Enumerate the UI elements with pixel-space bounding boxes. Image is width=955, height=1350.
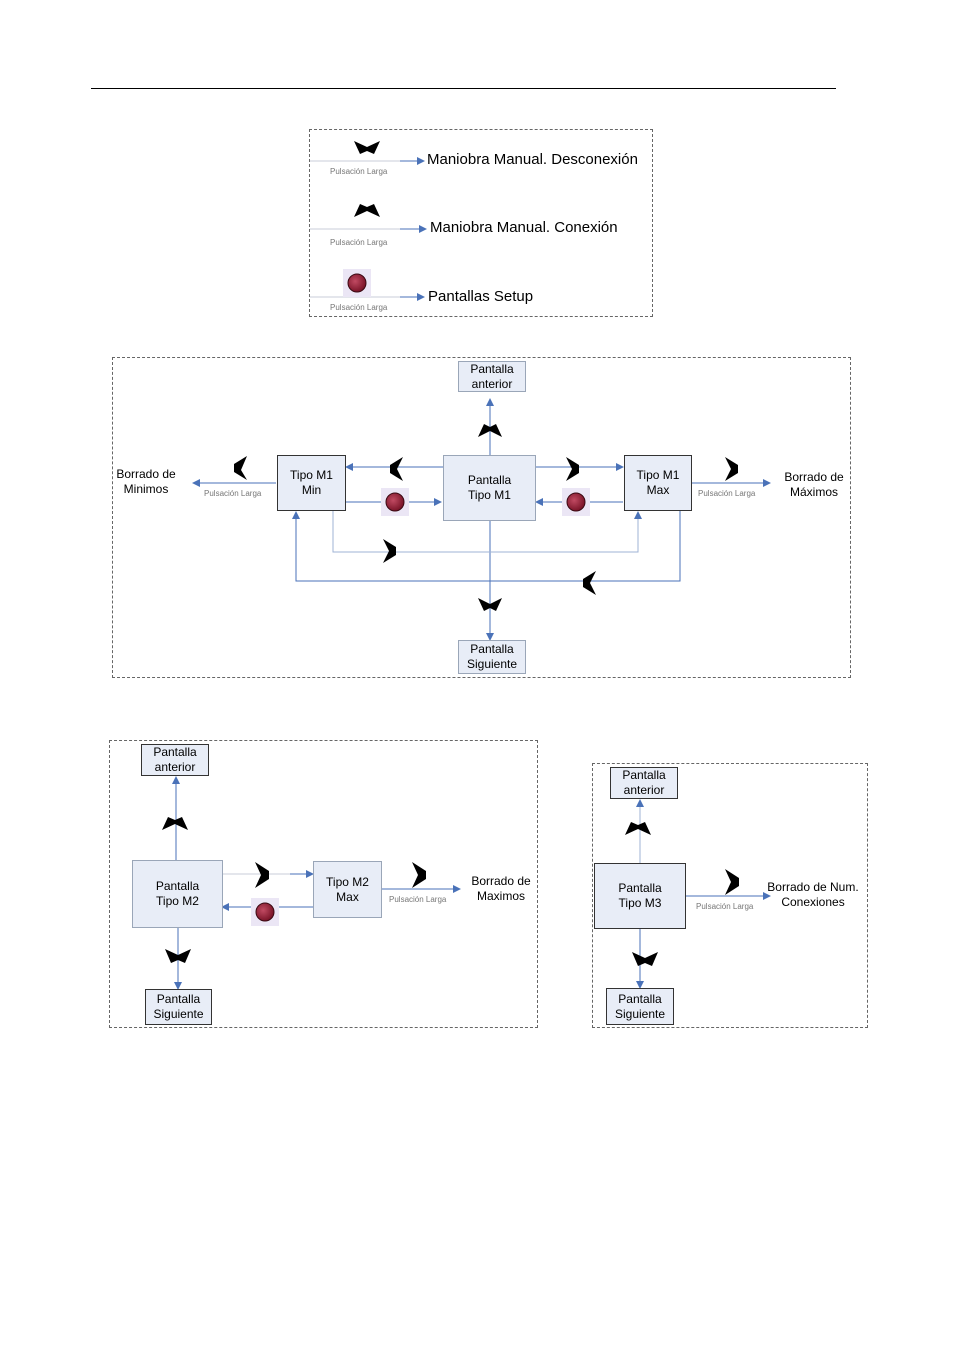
chevron-left-icon — [583, 571, 596, 595]
legend-panel — [309, 129, 653, 317]
m2-max-node: Tipo M2 Max — [313, 861, 382, 918]
m2-prev-node: Pantalla anterior — [141, 744, 209, 776]
m3-panel — [592, 763, 868, 1028]
chevron-left-icon — [234, 456, 247, 480]
m2-caption: Pulsación Larga — [389, 895, 447, 904]
m3-clear-label: Borrado de Num. Conexiones — [767, 880, 859, 909]
chevron-down-icon — [354, 141, 380, 154]
m1-prev-node: Pantalla anterior — [458, 361, 526, 392]
m1-center-node: Pantalla Tipo M1 — [443, 455, 536, 521]
m2-next-node: Pantalla Siguiente — [145, 989, 212, 1025]
legend-caption-connect: Pulsación Larga — [330, 238, 388, 247]
chevron-left-icon — [390, 457, 403, 481]
chevron-right-icon — [725, 457, 738, 481]
chevron-right-icon — [566, 457, 579, 481]
m3-caption: Pulsación Larga — [696, 902, 754, 911]
m1-caption-right: Pulsación Larga — [698, 489, 756, 498]
red-button-icon — [347, 273, 367, 293]
chevron-right-icon — [255, 862, 269, 888]
chevron-right-icon — [725, 869, 739, 895]
m2-center-node: Pantalla Tipo M2 — [132, 860, 223, 928]
chevron-down-icon — [478, 598, 502, 611]
m1-min-node: Tipo M1 Min — [277, 455, 346, 511]
m2-clear-max-label: Borrado de Maximos — [471, 874, 531, 903]
chevron-down-icon — [165, 949, 191, 963]
chevron-right-icon — [383, 539, 396, 563]
red-button-icon — [566, 492, 586, 512]
chevron-right-icon — [412, 862, 426, 888]
m1-max-node: Tipo M1 Max — [624, 455, 692, 511]
m1-next-node: Pantalla Siguiente — [458, 640, 526, 674]
m3-prev-node: Pantalla anterior — [610, 767, 678, 799]
m1-panel — [112, 357, 851, 678]
m1-clear-max-label: Borrado de Máximos — [784, 470, 844, 499]
legend-caption-setup: Pulsación Larga — [330, 303, 388, 312]
m3-center-node: Pantalla Tipo M3 — [594, 863, 686, 929]
m2-panel — [109, 740, 538, 1028]
legend-label-setup: Pantallas Setup — [428, 288, 534, 305]
m1-caption-left: Pulsación Larga — [204, 489, 262, 498]
chevron-up-icon — [625, 822, 651, 835]
m1-clear-min-label: Borrado de Minimos — [116, 467, 176, 496]
chevron-down-icon — [632, 952, 658, 966]
legend-caption-disconnect: Pulsación Larga — [330, 167, 388, 176]
header-rule — [91, 88, 836, 89]
chevron-up-icon — [354, 204, 380, 217]
m3-next-node: Pantalla Siguiente — [606, 988, 674, 1025]
chevron-up-icon — [162, 817, 188, 830]
legend-label-connect: Maniobra Manual. Conexión — [430, 219, 618, 236]
chevron-up-icon — [478, 424, 502, 437]
legend-label-disconnect: Maniobra Manual. Desconexión — [427, 151, 638, 168]
red-button-icon — [385, 492, 405, 512]
red-button-icon — [255, 902, 275, 922]
